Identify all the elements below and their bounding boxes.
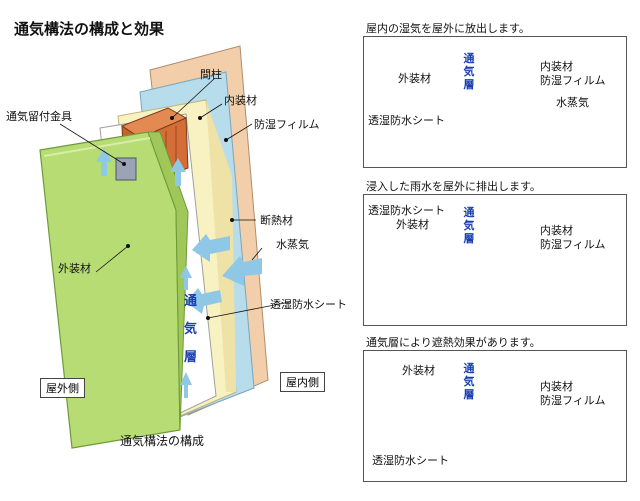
panel-1 bbox=[363, 36, 627, 168]
label-insulation: 断熱材 bbox=[260, 214, 293, 227]
vent-layer-char-3: 層 bbox=[184, 350, 198, 365]
panel-3-vapor-film-label: 防湿フィルム bbox=[540, 394, 606, 407]
vent-layer-char-1: 通 bbox=[184, 294, 198, 309]
panel-3-exterior-label: 外装材 bbox=[402, 364, 435, 377]
panel-2-title: 浸入した雨水を屋外に排出します。 bbox=[366, 180, 541, 193]
exterior-cladding-face bbox=[39, 131, 181, 449]
exterior-cladding-edge bbox=[147, 131, 189, 431]
panel-3-sheet-label: 透湿防水シート bbox=[372, 454, 449, 467]
panel-3-title: 通気層により遮熱効果があります。 bbox=[366, 336, 541, 349]
vapor-arrows bbox=[186, 234, 262, 314]
panel-1-vapor-film-label: 防湿フィルム bbox=[540, 74, 606, 87]
label-indoor-side: 屋内側 bbox=[280, 372, 325, 392]
label-water-vapor: 水蒸気 bbox=[276, 238, 309, 251]
panel-2 bbox=[363, 194, 627, 326]
label-outdoor-side: 屋外側 bbox=[40, 378, 85, 398]
ventilation-fitting bbox=[115, 157, 137, 181]
panel-1-vapor-label: 水蒸気 bbox=[556, 96, 589, 109]
label-stud: 間柱 bbox=[200, 68, 222, 81]
panel-3-layer-label: 通気層 bbox=[463, 362, 475, 401]
panel-1-sheet-label: 透湿防水シート bbox=[368, 114, 445, 127]
panel-2-vapor-film-label: 防湿フィルム bbox=[540, 238, 606, 251]
panel-1-interior-label: 内装材 bbox=[540, 60, 573, 73]
panel-3-interior-label: 内装材 bbox=[540, 380, 573, 393]
air-flow-arrows bbox=[96, 148, 192, 398]
vent-layer-char-2: 気 bbox=[184, 322, 198, 337]
panel-1-title: 屋内の湿気を屋外に放出します。 bbox=[366, 22, 530, 35]
diagram-caption: 通気構法の構成 bbox=[120, 434, 205, 448]
panel-2-layer-label: 通気層 bbox=[463, 206, 475, 245]
page-title: 通気構法の構成と効果 bbox=[14, 20, 165, 38]
label-ventilation-fitting: 通気留付金具 bbox=[6, 110, 72, 123]
panel-1-exterior-label: 外装材 bbox=[398, 72, 431, 85]
label-breathable-sheet: 透湿防水シート bbox=[270, 298, 347, 311]
panel-2-exterior-label: 外装材 bbox=[396, 218, 429, 231]
label-vapor-film: 防湿フィルム bbox=[254, 118, 320, 131]
panel-2-interior-label: 内装材 bbox=[540, 224, 573, 237]
label-interior-board: 内装材 bbox=[224, 94, 257, 107]
panel-3 bbox=[363, 350, 627, 482]
label-exterior-cladding: 外装材 bbox=[58, 262, 91, 275]
panel-1-layer-label: 通気層 bbox=[463, 52, 475, 91]
panel-2-sheet-label: 透湿防水シート bbox=[368, 204, 445, 217]
